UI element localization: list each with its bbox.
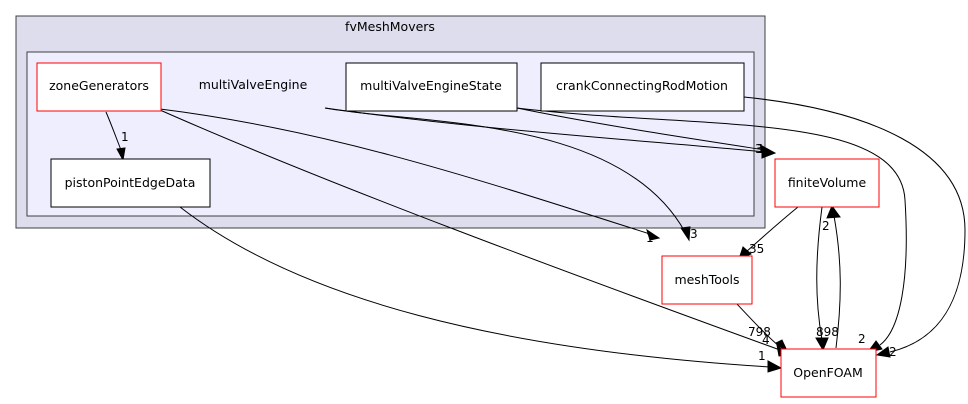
edge-label: 3 (755, 142, 763, 156)
node-finitevolume-label: finiteVolume (788, 175, 867, 190)
edge-label: 1 (757, 142, 765, 156)
edge-arrowhead (680, 226, 691, 242)
node-crankconnectingrodmotion[interactable] (540, 62, 745, 112)
node-multivalveenginestate[interactable] (345, 62, 518, 112)
edge-multivalveengine-finitevolume (324, 107, 766, 153)
edge-label: 2 (889, 345, 897, 359)
node-multivalveenginestate-label: multiValveEngineState (360, 78, 502, 93)
edge-arrowhead (815, 337, 829, 352)
edge-finitevolume-openfoam (816, 206, 823, 341)
node-zonegenerators[interactable] (36, 62, 162, 112)
edge-label: 798 (748, 325, 771, 339)
edge-arrowhead (826, 204, 841, 219)
edge-arrowhead (875, 346, 891, 358)
edge-label: 1 (758, 349, 766, 363)
node-crankconnectingrodmotion-label: crankConnectingRodMotion (556, 78, 728, 93)
edge-crankconnectingrodmotion-openfoam (743, 96, 966, 353)
edge-label: 2 (858, 332, 866, 346)
node-pistonpointedgedata[interactable] (50, 158, 211, 208)
edge-zonegenerators-openfoam (159, 109, 781, 351)
node-meshtools[interactable] (661, 255, 753, 305)
node-finitevolume[interactable] (774, 158, 880, 208)
node-zonegenerators-label: zoneGenerators (49, 78, 149, 93)
edge-label: 1 (646, 231, 654, 245)
edge-label: 4 (762, 333, 770, 347)
node-meshtools-label: meshTools (674, 272, 739, 287)
node-pistonpointedgedata-label: pistonPointEdgeData (65, 175, 196, 190)
edge-label: 1 (121, 130, 129, 144)
edge-finitevolume-meshtools (745, 206, 799, 253)
edge-label: 898 (816, 325, 839, 339)
edge-openfoam-finitevolume (833, 215, 841, 349)
edge-label: 3 (690, 227, 698, 241)
edge-zonegenerators-meshtools (159, 108, 651, 235)
node-openfoam[interactable] (780, 348, 877, 398)
edge-label: 35 (749, 242, 764, 256)
node-openfoam-label: OpenFOAM (793, 365, 863, 380)
edge-zonegenerators-pistonpointedgedata (105, 111, 122, 151)
edge-pistonpointedgedata-openfoam (179, 206, 771, 368)
edge-label: 2 (822, 219, 830, 233)
edge-arrowhead (646, 228, 661, 241)
cluster-multivalveengine-label: multiValveEngine (199, 77, 308, 92)
edge-multivalveenginestate-finitevolume (516, 107, 766, 151)
edge-arrowhead (116, 147, 126, 162)
edge-multivalveenginestate-openfoam (516, 107, 907, 346)
edge-arrowhead (761, 145, 777, 159)
cluster-fvmeshmovers-label: fvMeshMovers (345, 19, 435, 34)
edge-arrowhead (767, 360, 783, 373)
